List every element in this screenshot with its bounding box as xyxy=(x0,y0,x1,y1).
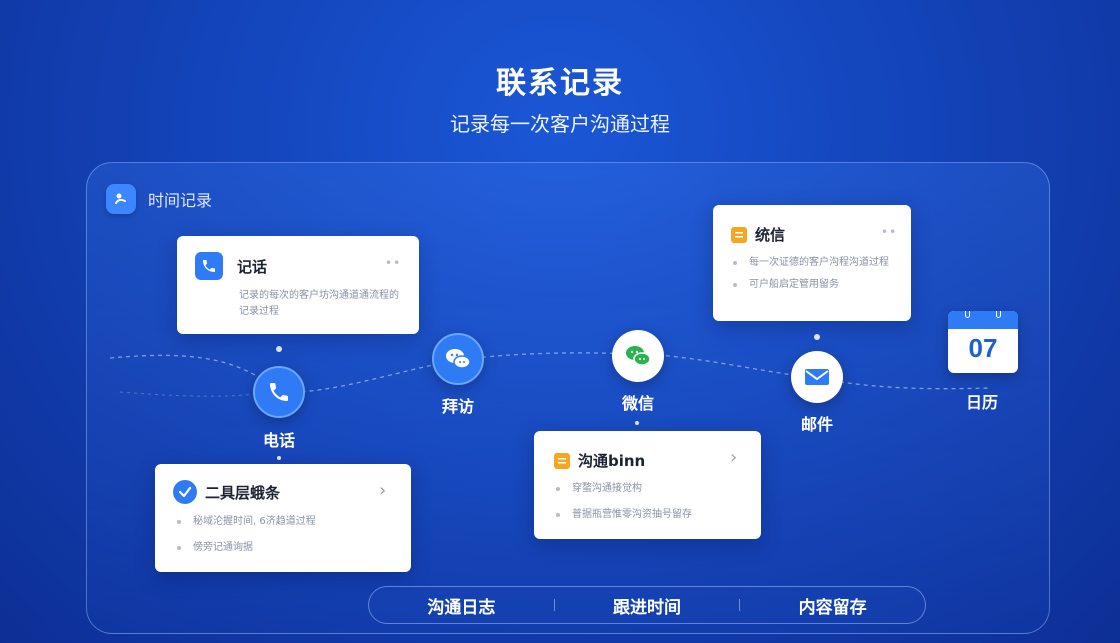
node-label-visit: 拜访 xyxy=(441,397,474,416)
check-icon xyxy=(173,480,197,504)
card-title: 二具层蛾条 xyxy=(205,483,281,502)
note-icon xyxy=(554,452,570,469)
list-item: 傍旁记通询据 xyxy=(177,540,397,556)
connector-dot xyxy=(277,456,281,460)
calendar-day: 07 xyxy=(968,333,998,363)
wechat-node[interactable] xyxy=(612,330,664,382)
list-item: 普据瓶营惟零沟资抽号留存 xyxy=(556,507,752,523)
mail-icon xyxy=(805,369,829,385)
visit-node[interactable] xyxy=(432,333,484,385)
card-text: 记录的每次的客户坊沟通道通流程的记录过程 xyxy=(239,290,399,317)
phone-icon xyxy=(270,383,288,401)
more-icon[interactable]: •• xyxy=(385,256,402,270)
bottom-tab-bar: 沟通日志 跟进时间 内容留存 xyxy=(368,586,926,624)
tab-communication-log[interactable]: 沟通日志 xyxy=(427,597,496,618)
chevron-right-icon[interactable]: › xyxy=(379,480,387,501)
connector-dot xyxy=(814,334,820,340)
more-icon[interactable]: •• xyxy=(881,225,898,239)
wechat-icon xyxy=(626,346,651,366)
chevron-right-icon[interactable]: › xyxy=(730,447,738,468)
node-label-mail: 邮件 xyxy=(800,415,833,434)
mail-node[interactable] xyxy=(791,351,843,403)
node-label-wechat: 微信 xyxy=(621,394,654,413)
card-title: 沟通binn xyxy=(578,452,646,470)
list-item: 每一次证德的客户沟程沟道过程 xyxy=(733,255,901,271)
page-subtitle: 记录每一次客户沟通过程 xyxy=(450,112,670,136)
phone-node[interactable] xyxy=(253,366,305,418)
tab-content-retention[interactable]: 内容留存 xyxy=(798,597,867,618)
list-item: 可户船启定管用留务 xyxy=(733,277,901,293)
panel-header: 时间记录 xyxy=(106,184,212,214)
communication-card[interactable]: 沟通binn › 穿螯沟通接觉构 普据瓶营惟零沟资抽号留存 xyxy=(534,431,761,539)
page-title: 联系记录 xyxy=(496,66,624,101)
note-icon xyxy=(731,226,747,243)
card-title: 统信 xyxy=(755,226,786,244)
message-card[interactable]: 统信 •• 每一次证德的客户沟程沟道过程 可户船启定管用留务 xyxy=(713,205,911,321)
card-title: 记话 xyxy=(237,257,268,276)
chat-bubbles-icon xyxy=(446,349,471,369)
tab-follow-up-time[interactable]: 跟进时间 xyxy=(613,597,681,618)
phone-icon xyxy=(195,252,223,280)
list-item: 秘域沦握时间, 6济趋道过程 xyxy=(177,514,397,530)
calendar-icon[interactable]: 07 xyxy=(948,311,1018,373)
node-label-calendar: 日历 xyxy=(965,393,998,412)
phone-record-card[interactable]: 记话 •• 记录的每次的客户坊沟通道通流程的记录过程 xyxy=(177,236,419,334)
node-label-phone: 电话 xyxy=(262,431,295,450)
list-item: 穿螯沟通接觉构 xyxy=(556,481,752,497)
connector-dot xyxy=(635,421,639,425)
timeline-logo-icon xyxy=(106,184,136,214)
connector-dot xyxy=(276,346,282,352)
task-card[interactable]: 二具层蛾条 › 秘域沦握时间, 6济趋道过程 傍旁记通询据 xyxy=(155,464,411,572)
panel-label: 时间记录 xyxy=(148,191,213,210)
